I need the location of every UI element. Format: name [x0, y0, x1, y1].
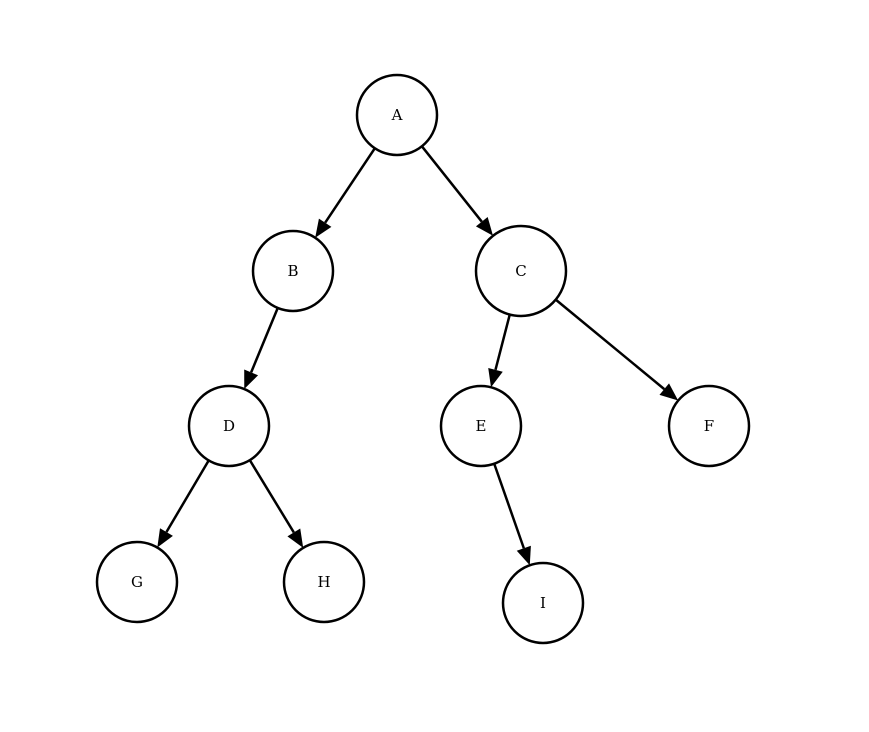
arrowhead-icon — [315, 218, 332, 238]
node-E: E — [439, 384, 523, 468]
node-circle — [282, 540, 366, 624]
edge-C-E — [488, 314, 511, 388]
arrowhead-icon — [157, 528, 173, 548]
edge-C-F — [554, 298, 679, 401]
edges-layer — [157, 145, 679, 566]
edge-A-C — [420, 145, 493, 236]
nodes-layer: A B C D E F G H I — [95, 73, 751, 645]
node-label: G — [131, 573, 143, 591]
edge-line — [494, 314, 511, 371]
edge-line — [248, 459, 295, 534]
edge-B-D — [244, 307, 279, 390]
node-G: G — [95, 540, 179, 624]
arrowhead-icon — [287, 528, 304, 548]
node-label: B — [287, 262, 298, 280]
edge-A-B — [315, 147, 376, 238]
node-label: D — [223, 417, 235, 435]
arrowhead-icon — [475, 217, 493, 236]
node-circle — [187, 384, 271, 468]
node-circle — [251, 229, 335, 313]
node-D: D — [187, 384, 271, 468]
node-F: F — [667, 384, 751, 468]
node-circle — [95, 540, 179, 624]
node-circle — [439, 384, 523, 468]
edge-line — [554, 298, 666, 391]
arrowhead-icon — [244, 369, 259, 390]
node-label: A — [391, 106, 403, 124]
node-H: H — [282, 540, 366, 624]
edge-line — [165, 459, 210, 533]
edge-E-I — [493, 463, 531, 566]
arrowhead-icon — [659, 383, 679, 401]
node-B: B — [251, 229, 335, 313]
arrowhead-icon — [516, 545, 531, 566]
edge-line — [249, 307, 279, 373]
edge-D-H — [248, 459, 304, 548]
node-C: C — [474, 224, 568, 318]
edge-D-G — [157, 459, 210, 548]
node-label: F — [704, 417, 714, 435]
node-label: C — [515, 262, 526, 280]
edge-line — [324, 147, 376, 224]
node-circle — [501, 561, 585, 645]
arrowhead-icon — [488, 367, 503, 388]
node-label: E — [476, 417, 487, 435]
node-circle — [355, 73, 439, 157]
node-A: A — [355, 73, 439, 157]
edge-line — [493, 463, 526, 549]
node-circle — [474, 224, 568, 318]
node-circle — [667, 384, 751, 468]
node-I: I — [501, 561, 585, 645]
node-label: I — [540, 594, 546, 612]
node-label: H — [317, 573, 330, 591]
edge-line — [420, 145, 483, 223]
